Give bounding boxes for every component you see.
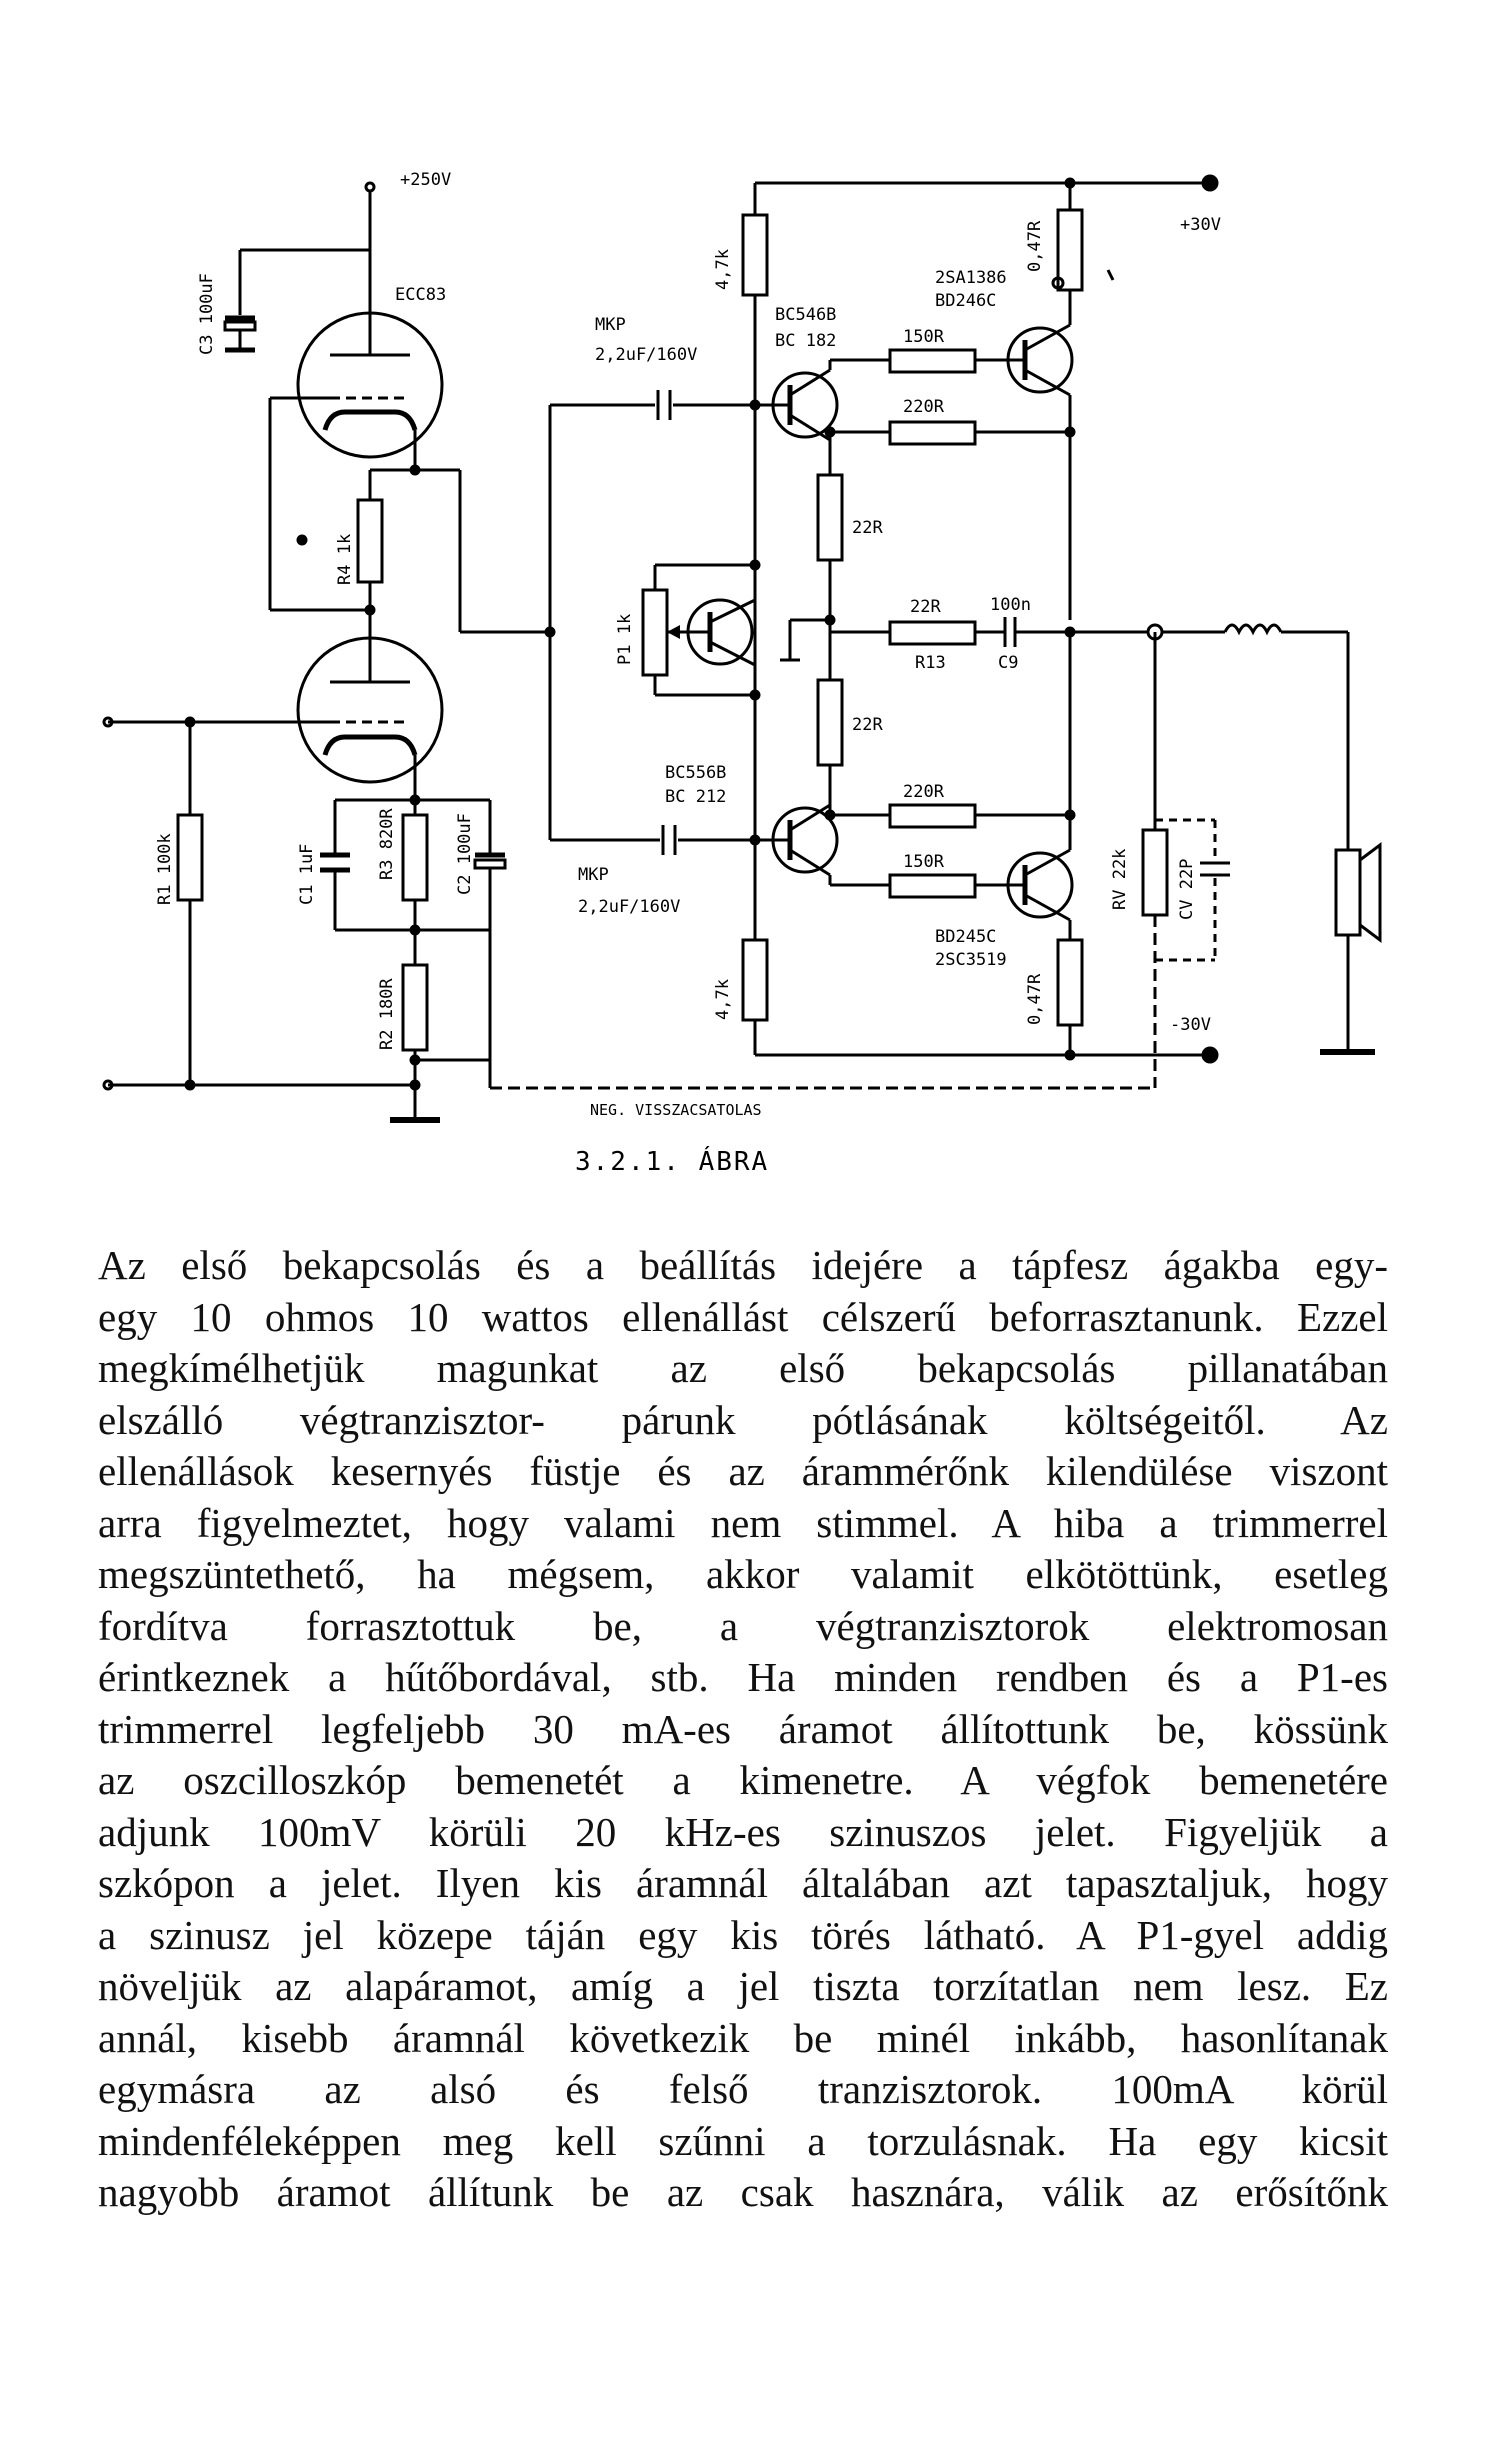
c3-capacitor: [223, 320, 257, 332]
r150-top-resistor: [888, 348, 977, 374]
label-r1: R1 100k: [155, 833, 175, 905]
label-r13-val: 22R: [910, 597, 941, 617]
label-q-top-driver-2: BC 182: [775, 331, 836, 351]
label-r3: R3 820R: [377, 808, 397, 880]
r2-resistor: [401, 963, 429, 1052]
rv-resistor: [1141, 828, 1169, 917]
terminal-250v: [364, 181, 376, 193]
body-line: mindenféleképpen meg kell szűnni a torzu…: [98, 2117, 1388, 2164]
body-line: arra figyelmeztet, hogy valami nem stimm…: [98, 1499, 1388, 1546]
label-c2: C2 100uF: [455, 813, 475, 895]
label-ecc83: ECC83: [395, 285, 446, 305]
r220-bot-resistor: [888, 803, 977, 829]
body-line: a szinusz jel közepe táján egy kis törés…: [98, 1911, 1388, 1958]
body-line: annál, kisebb áramnál következik be miné…: [98, 2014, 1388, 2061]
body-line: megkímélhetjük magunkat az első bekapcso…: [98, 1345, 1388, 1391]
label-q-bot-driver-1: BC556B: [665, 763, 726, 783]
label-p1: P1 1k: [615, 614, 635, 665]
r47k-top-resistor: [741, 213, 769, 297]
body-line: trimmerrel legfeljebb 30 mA-es áramot ál…: [98, 1705, 1388, 1752]
body-line: fordítva forrasztottuk be, a végtranzisz…: [98, 1602, 1388, 1649]
label-r220-bot: 220R: [903, 782, 945, 802]
r22-top-resistor: [816, 473, 844, 562]
label-c3: C3 100uF: [197, 273, 217, 355]
label-mkp-bot: MKP: [578, 865, 609, 885]
body-line: elszálló végtranzisztor- párunk pótlásán…: [98, 1396, 1388, 1443]
body-line: ellenállások kesernyés füstje és az áram…: [98, 1448, 1388, 1494]
q-bias: [686, 598, 754, 666]
circuit-schematic: +250V C3 100uF ECC83 R4 1k R1 100k C1 1u…: [102, 170, 1382, 1177]
r4-resistor: [356, 498, 384, 584]
label-r13: R13: [915, 653, 946, 673]
label-mkp-top-val: 2,2uF/160V: [595, 345, 697, 365]
q-bot-output: [1006, 851, 1074, 919]
r-emitter-bot: [1056, 938, 1084, 1027]
label-r-emitter-bot: 0,47R: [1025, 973, 1045, 1025]
label-c9-val: 100n: [990, 595, 1031, 615]
label-r150-top: 150R: [903, 327, 945, 347]
label-pos30v: +30V: [1180, 215, 1221, 235]
label-r47k-top: 4,7k: [713, 249, 733, 290]
body-line: szkópon a jelet. Ilyen kis áramnál által…: [98, 1860, 1388, 1906]
label-250v: +250V: [400, 170, 451, 190]
label-r22-top: 22R: [852, 518, 883, 538]
label-q-bot-output-2: 2SC3519: [935, 950, 1007, 970]
label-r150-bot: 150R: [903, 852, 945, 872]
q-top-output: [1006, 326, 1074, 394]
r47k-bot-resistor: [741, 938, 769, 1022]
label-r220-top: 220R: [903, 397, 945, 417]
terminal-pos30v: [1201, 174, 1219, 192]
figure-caption: 3.2.1. ÁBRA: [575, 1145, 769, 1177]
body-line: Az első bekapcsolás és a beállítás idejé…: [98, 1242, 1388, 1288]
label-neg30v: -30V: [1170, 1015, 1211, 1035]
body-line: növeljük az alapáramot, amíg a jel tiszt…: [98, 1963, 1388, 2009]
label-feedback: NEG. VISSZACSATOLAS: [590, 1101, 762, 1119]
body-line: nagyobb áramot állítunk be az csak haszn…: [98, 2169, 1388, 2215]
output-inductor: [1223, 623, 1283, 636]
r3-resistor: [401, 813, 429, 902]
terminal-neg30v: [1201, 1046, 1219, 1064]
label-rv: RV 22k: [1110, 849, 1130, 910]
label-q-top-driver-1: BC546B: [775, 305, 836, 325]
label-r22-bot: 22R: [852, 715, 883, 735]
label-r2: R2 180R: [377, 978, 397, 1050]
label-mkp-bot-val: 2,2uF/160V: [578, 897, 680, 917]
r1-resistor: [176, 813, 204, 902]
label-r4: R4 1k: [335, 534, 355, 585]
r22-bot-resistor: [816, 678, 844, 767]
body-line: egy 10 ohmos 10 wattos ellenállást célsz…: [98, 1293, 1388, 1340]
r220-top-resistor: [888, 420, 977, 446]
label-r47k-bot: 4,7k: [713, 979, 733, 1020]
label-q-bot-driver-2: BC 212: [665, 787, 726, 807]
label-q-top-output-1: 2SA1386: [935, 268, 1007, 288]
body-line: az oszcilloszkóp bemenetét a kimenetre. …: [98, 1757, 1388, 1803]
body-line: adjunk 100mV körüli 20 kHz-es szinuszos …: [98, 1808, 1388, 1855]
body-text: Az első bekapcsolás és a beállítás idejé…: [98, 1240, 1388, 2219]
speaker: [1334, 848, 1362, 937]
body-line: érintkeznek a hűtőbordával, stb. Ha mind…: [98, 1654, 1388, 1700]
label-c1: C1 1uF: [297, 844, 317, 905]
label-cv: CV 22P: [1177, 859, 1197, 920]
p1-trimmer: [641, 588, 669, 677]
body-line: egymásra az alsó és felső tranzisztorok.…: [98, 2066, 1388, 2112]
label-mkp-top: MKP: [595, 315, 626, 335]
tube-lower: [296, 636, 444, 784]
r150-bot-resistor: [888, 873, 977, 899]
label-c9: C9: [998, 653, 1018, 673]
r13-resistor: [888, 620, 977, 646]
body-line: megszüntethető, ha mégsem, akkor valamit…: [98, 1551, 1388, 1597]
label-q-bot-output-1: BD245C: [935, 927, 996, 947]
label-q-top-output-2: BD246C: [935, 291, 996, 311]
label-r-emitter-top: 0,47R: [1025, 220, 1045, 272]
